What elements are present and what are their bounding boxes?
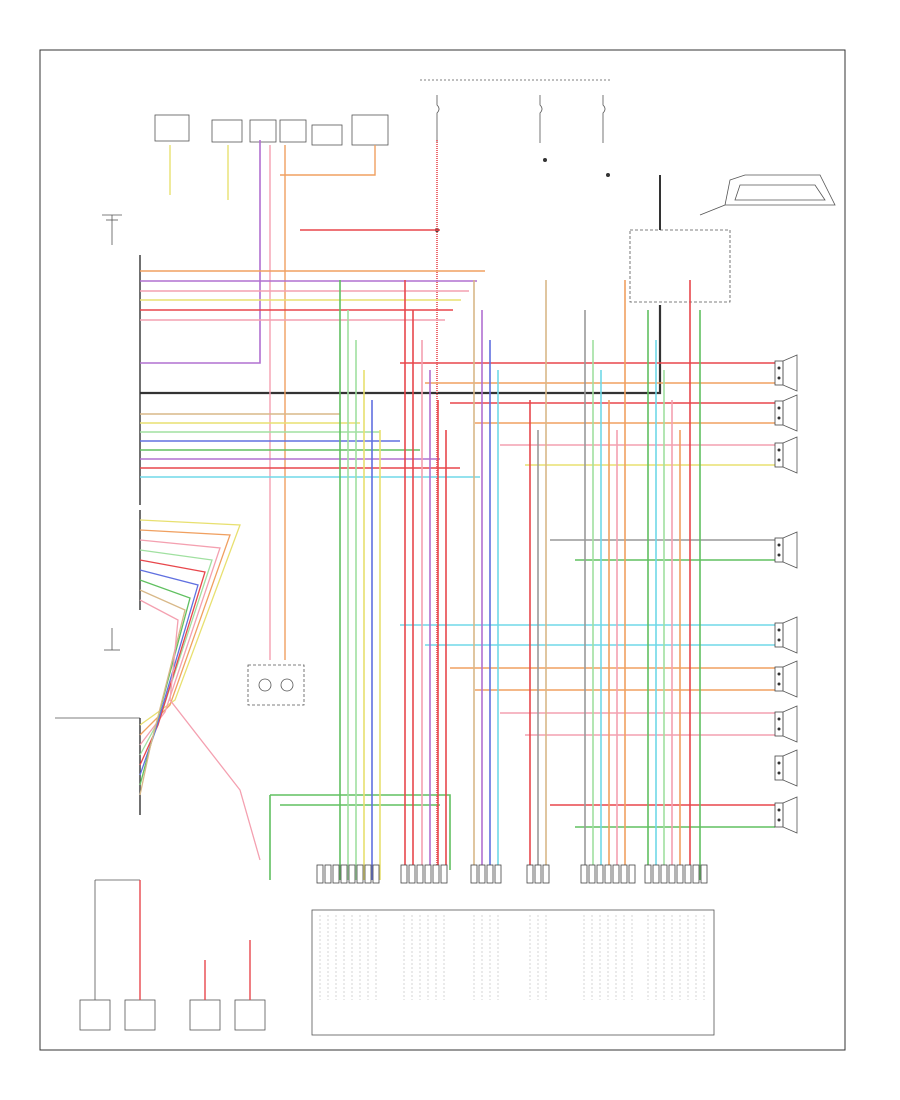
junction-connector: [247, 664, 305, 706]
connector-pin: [676, 864, 684, 1000]
connector-pin: [494, 864, 502, 1000]
bottom-switch-group: [79, 879, 266, 1031]
connector-pin: [324, 864, 332, 1000]
connector-pin: [604, 864, 612, 1000]
connector-pin: [588, 864, 596, 1000]
speaker-icon: [774, 749, 798, 787]
amplifier-riser-wires: [339, 280, 701, 880]
diagonal-harness: [139, 519, 261, 861]
connector-pin: [348, 864, 356, 1000]
connector-pin: [612, 864, 620, 1000]
radio-left-block: [55, 214, 141, 815]
diagram-border: [39, 49, 846, 1051]
speaker-icon: [774, 616, 798, 654]
relay-module: [629, 174, 836, 303]
connector-pin: [316, 864, 324, 1000]
fuse-group: [435, 95, 610, 232]
connector-pin: [660, 864, 668, 1000]
connector-pin: [526, 864, 534, 1000]
connector-pin: [408, 864, 416, 1000]
speaker-icon: [774, 796, 798, 834]
fixed-wires: [140, 140, 662, 880]
radio-mid-wires: [140, 413, 480, 478]
connector-pin: [534, 864, 542, 1000]
connector-pin: [486, 864, 494, 1000]
speaker-icon: [774, 531, 798, 569]
connector-pin: [340, 864, 348, 1000]
speaker-icon: [774, 436, 798, 474]
speaker-group: [774, 354, 798, 834]
top-modules: [154, 79, 610, 146]
connector-pin: [440, 864, 448, 1000]
connector-pin: [620, 864, 628, 1000]
connector-pin: [478, 864, 486, 1000]
connector-pin: [628, 864, 636, 1000]
connector-pin: [580, 864, 588, 1000]
speaker-icon: [774, 705, 798, 743]
speaker-icon: [774, 394, 798, 432]
connector-pin: [668, 864, 676, 1000]
connector-pin: [684, 864, 692, 1000]
connector-pin: [372, 864, 380, 1000]
connector-pin: [400, 864, 408, 1000]
speaker-icon: [774, 354, 798, 392]
connector-pin: [644, 864, 652, 1000]
connector-pin: [432, 864, 440, 1000]
connector-pin: [692, 864, 700, 1000]
connector-pin: [332, 864, 340, 1000]
connector-pin: [364, 864, 372, 1000]
connector-pin: [700, 864, 708, 1000]
amplifier-connector-pins: [316, 864, 708, 1000]
rear-speaker-wires: [400, 362, 775, 828]
connector-pin: [424, 864, 432, 1000]
connector-pin: [652, 864, 660, 1000]
radio-top-wires: [140, 270, 485, 321]
connector-pin: [356, 864, 364, 1000]
connector-pin: [596, 864, 604, 1000]
connector-pin: [416, 864, 424, 1000]
amplifier-box: [311, 909, 715, 1036]
connector-pin: [470, 864, 478, 1000]
speaker-icon: [774, 660, 798, 698]
connector-pin: [542, 864, 550, 1000]
